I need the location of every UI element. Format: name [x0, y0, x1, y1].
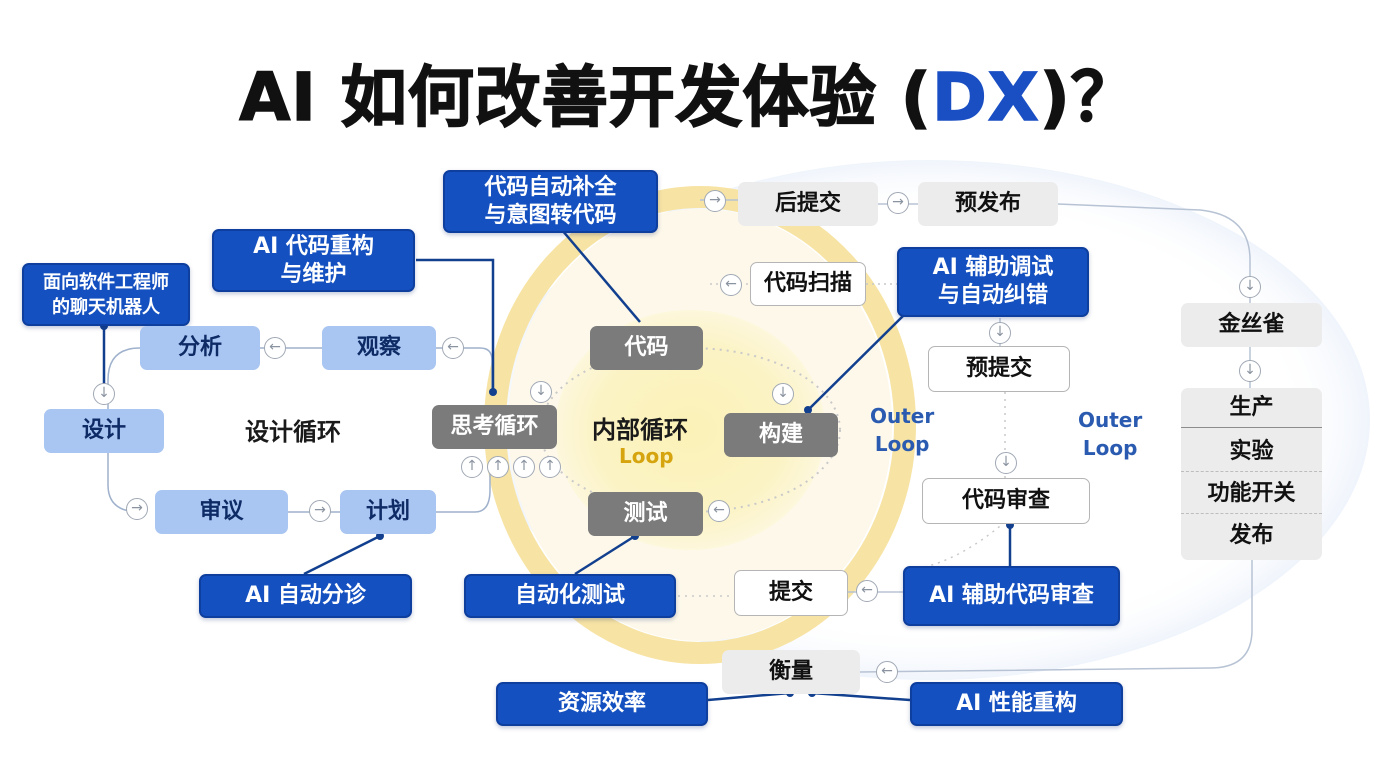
- node-code-review: 代码审查: [922, 478, 1090, 524]
- arrow-left-icon: ←: [720, 274, 742, 296]
- arrow-up-icon: ↑: [539, 456, 561, 478]
- ai-box-refactor: AI 代码重构 与维护: [212, 229, 415, 292]
- release-stack-item: 实验: [1181, 432, 1322, 472]
- ai-box-debug-label: AI 辅助调试 与自动纠错: [932, 255, 1054, 308]
- outer-right-line2: Loop: [1082, 436, 1138, 460]
- node-think-loop: 思考循环: [432, 405, 557, 449]
- inner-loop-label: 内部循环: [592, 416, 688, 444]
- node-design: 设计: [44, 409, 164, 453]
- node-observe: 观察: [322, 326, 436, 370]
- arrow-right-icon: →: [309, 500, 331, 522]
- arrow-right-icon: →: [887, 192, 909, 214]
- node-measure: 衡量: [722, 650, 860, 694]
- arrow-down-icon: ↓: [989, 322, 1011, 344]
- release-stack-item: 发布: [1229, 523, 1274, 548]
- node-code: 代码: [590, 326, 703, 370]
- release-stack-item: 生产: [1181, 388, 1322, 428]
- node-commit: 提交: [734, 570, 848, 616]
- ai-box-chatbot-label: 面向软件工程师 的聊天机器人: [43, 271, 169, 318]
- ai-box-chatbot: 面向软件工程师 的聊天机器人: [22, 263, 190, 326]
- arrow-down-icon: ↓: [530, 381, 552, 403]
- title-suffix: )？: [1039, 58, 1138, 137]
- node-deliberate: 审议: [155, 490, 288, 534]
- arrow-right-icon: →: [704, 190, 726, 212]
- node-pre-release: 预发布: [918, 182, 1058, 226]
- arrow-down-icon: ↓: [772, 383, 794, 405]
- outer-right-line1: Outer: [1078, 408, 1143, 432]
- arrow-down-icon: ↓: [995, 452, 1017, 474]
- node-plan: 计划: [340, 490, 436, 534]
- arrow-right-icon: →: [126, 498, 148, 520]
- ai-box-autocomplete: 代码自动补全 与意图转代码: [443, 170, 658, 233]
- design-loop-label: 设计循环: [245, 418, 341, 446]
- arrow-up-icon: ↑: [513, 456, 535, 478]
- node-pre-commit: 预提交: [928, 346, 1070, 392]
- arrow-left-icon: ←: [264, 337, 286, 359]
- node-test: 测试: [588, 492, 703, 536]
- title-highlight: DX: [931, 58, 1040, 137]
- release-stack-item: 功能开关: [1181, 474, 1322, 514]
- ai-box-autotest: 自动化测试: [464, 574, 676, 618]
- node-analyze: 分析: [140, 326, 260, 370]
- arrow-down-icon: ↓: [1239, 276, 1261, 298]
- arrow-down-icon: ↓: [93, 383, 115, 405]
- page-title: AI 如何改善开发体验 (DX)？: [0, 44, 1377, 140]
- title-prefix: AI 如何改善开发体验 (: [238, 58, 932, 137]
- node-canary: 金丝雀: [1181, 303, 1322, 347]
- ai-box-refactor-label: AI 代码重构 与维护: [253, 233, 374, 287]
- arrow-left-icon: ←: [442, 337, 464, 359]
- arrow-left-icon: ←: [708, 500, 730, 522]
- release-stack: 生产 实验 功能开关 发布: [1181, 388, 1322, 560]
- ai-box-efficiency: 资源效率: [496, 682, 708, 726]
- arrow-left-icon: ←: [876, 661, 898, 683]
- ai-box-autocomplete-label: 代码自动补全 与意图转代码: [484, 174, 617, 228]
- arrow-left-icon: ←: [856, 580, 878, 602]
- ai-box-review: AI 辅助代码审查: [903, 566, 1120, 626]
- inner-loop-sublabel: Loop: [619, 444, 674, 468]
- arrow-up-icon: ↑: [487, 456, 509, 478]
- node-post-commit: 后提交: [738, 182, 878, 226]
- node-code-scan: 代码扫描: [750, 262, 866, 306]
- arrow-up-icon: ↑: [461, 456, 483, 478]
- arrow-down-icon: ↓: [1239, 360, 1261, 382]
- ai-box-triage: AI 自动分诊: [199, 574, 412, 618]
- inner-loop-core: [555, 310, 825, 550]
- outer-left-line2: Loop: [874, 432, 930, 456]
- ai-box-debug: AI 辅助调试 与自动纠错: [897, 247, 1089, 317]
- outer-left-line1: Outer: [870, 404, 935, 428]
- ai-box-perf: AI 性能重构: [910, 682, 1123, 726]
- node-build: 构建: [724, 413, 838, 457]
